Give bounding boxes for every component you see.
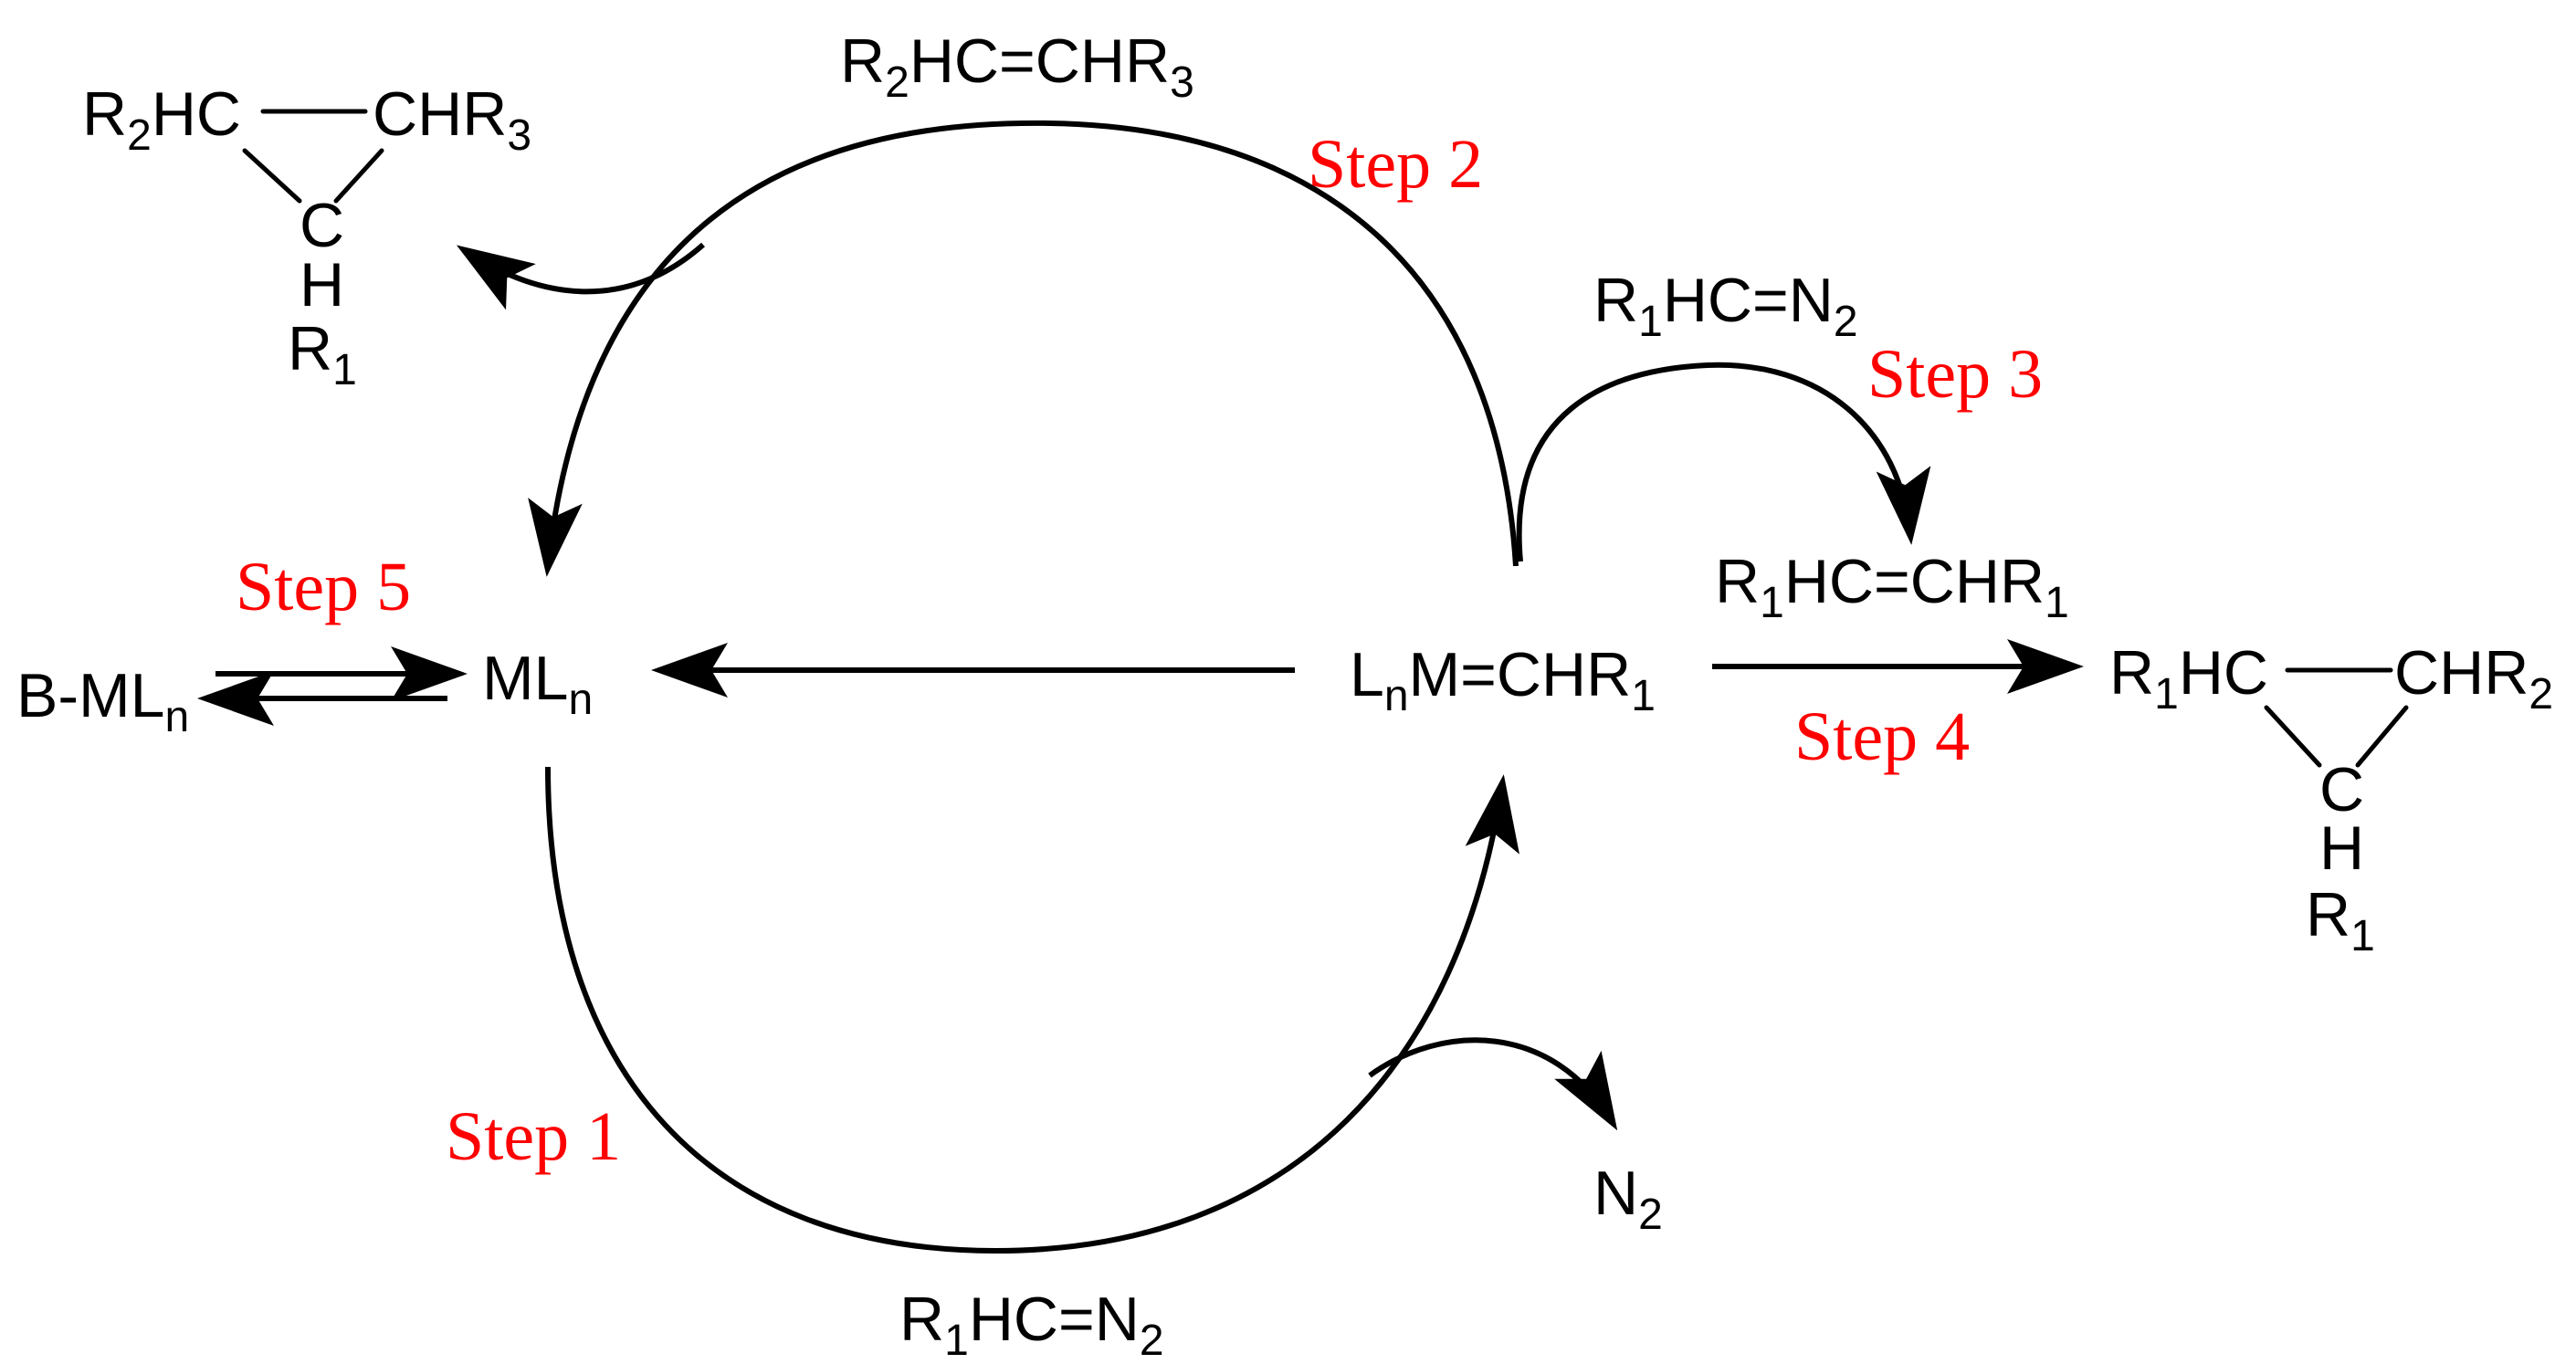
step3-label: Step 3 <box>1867 336 2043 413</box>
diazo-bottom: R1HC=N2 <box>899 1285 1164 1364</box>
metal-carbene: LnM=CHR1 <box>1350 640 1656 720</box>
catalyst-mln: MLn <box>482 644 593 724</box>
alkene-dimer: R1HC=CHR1 <box>1715 547 2069 627</box>
step2-label: Step 2 <box>1308 126 1483 203</box>
alkene-top: R2HC=CHR3 <box>840 26 1194 107</box>
cyclopropane-right-r: R1 <box>2306 880 2375 960</box>
step5-label: Step 5 <box>236 549 411 625</box>
bond-right-c1-c3 <box>2264 705 2322 768</box>
diazo-top: R1HC=N2 <box>1593 266 1858 346</box>
side-arrow-n2 <box>1368 1037 1618 1131</box>
side-arrow-cyclopropane-left <box>456 242 705 310</box>
cyclopropane-right: R1HC CHR2 C H R1 <box>2109 638 2553 960</box>
cyclopropane-right-h: H <box>2319 813 2364 883</box>
cyclopropane-left-c1: R2HC <box>82 79 241 160</box>
cyclopropane-left-c2: CHR3 <box>373 79 531 160</box>
step1-label: Step 1 <box>446 1098 621 1175</box>
cyclopropane-right-c2: CHR2 <box>2394 638 2553 719</box>
bond-right-c2-c3 <box>2355 705 2409 768</box>
cyclopropane-right-c1: R1HC <box>2109 638 2268 719</box>
upper-cycle-arc <box>528 120 1519 577</box>
lower-cycle-arc <box>545 766 1519 1254</box>
bound-catalyst: B-MLn <box>16 661 189 741</box>
nitrogen-gas: N2 <box>1593 1159 1663 1239</box>
cyclopropane-left-c3: C <box>300 191 344 260</box>
cyclopropane-right-c3: C <box>2319 755 2364 824</box>
step4-label: Step 4 <box>1794 698 1970 775</box>
cyclopropane-left: R2HC CHR3 C H R1 <box>82 79 531 394</box>
bond-c1-c3 <box>242 148 302 204</box>
cyclopropane-left-h: H <box>300 250 344 320</box>
bond-c2-c3 <box>333 148 384 204</box>
step3-arrow <box>1516 362 1931 562</box>
cyclopropane-left-r: R1 <box>288 314 357 394</box>
